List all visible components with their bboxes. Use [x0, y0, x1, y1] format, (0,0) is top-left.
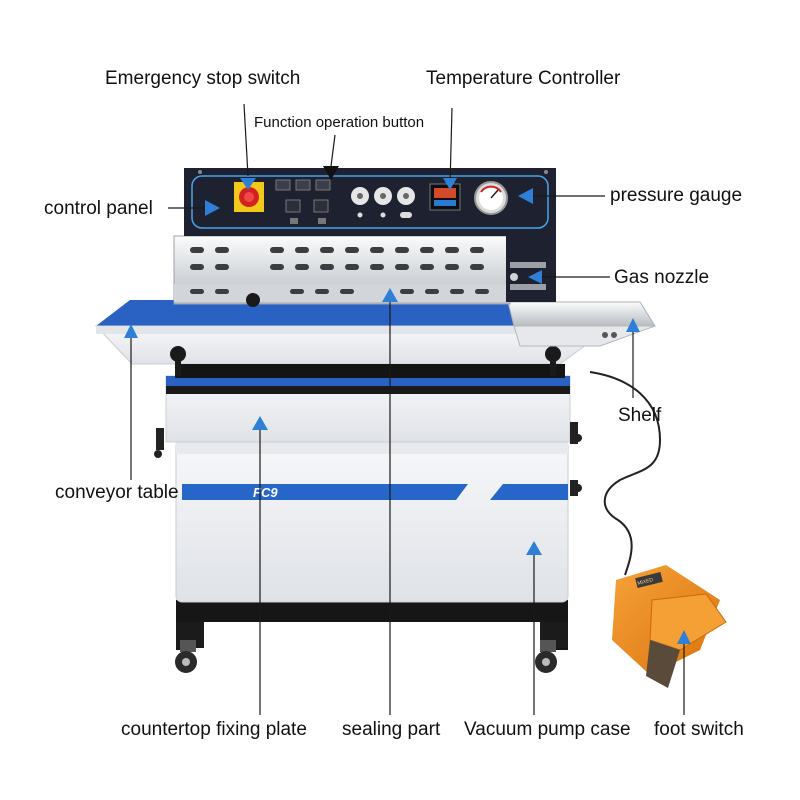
gas-nozzle: [510, 262, 546, 290]
countertop-fixing-plate: [165, 375, 571, 443]
temperature-display: [429, 183, 461, 211]
sealing-knob: [246, 293, 260, 307]
foot-pedal-mark: MIXED: [637, 577, 654, 587]
sealing-part: [173, 235, 556, 305]
label-emergency-stop: Emergency stop switch: [105, 68, 301, 89]
model-label: FC9: [253, 485, 278, 500]
side-knob-left: [154, 428, 164, 458]
function-buttons: [275, 179, 331, 224]
pressure-gauge: [474, 181, 508, 215]
label-conveyor-table: conveyor table: [55, 482, 179, 503]
label-sealing-part: sealing part: [342, 719, 441, 740]
foot-switch: [612, 565, 727, 688]
function-pointer-arrow-icon: [323, 166, 339, 180]
vacuum-pump-case: [175, 439, 569, 603]
base-frame: [176, 600, 568, 650]
foot-switch-cable: [589, 371, 662, 576]
label-function-button: Function operation button: [254, 114, 425, 131]
model-stripe: [182, 484, 568, 500]
label-control-panel: control panel: [44, 198, 153, 219]
conveyor-table: [94, 300, 592, 378]
label-shelf: Shelf: [618, 405, 662, 426]
label-gas-nozzle: Gas nozzle: [614, 267, 710, 288]
control-dials: [351, 187, 415, 218]
sealing-vent-slots: [190, 247, 489, 294]
side-knob-right: [570, 422, 582, 496]
label-pressure-gauge: pressure gauge: [610, 185, 743, 206]
caster-wheel-right: [535, 640, 557, 673]
label-vacuum-pump-case: Vacuum pump case: [464, 719, 631, 740]
conveyor-knob-right: [545, 346, 561, 376]
caster-wheel-left: [175, 640, 197, 673]
leader-lines: [130, 103, 685, 715]
conveyor-knob-left: [170, 346, 186, 376]
label-foot-switch: foot switch: [654, 719, 744, 740]
pointer-arrow-icon: [124, 178, 691, 644]
label-temperature-controller: Temperature Controller: [426, 68, 621, 89]
label-countertop-plate: countertop fixing plate: [121, 719, 307, 740]
shelf: [507, 301, 656, 347]
